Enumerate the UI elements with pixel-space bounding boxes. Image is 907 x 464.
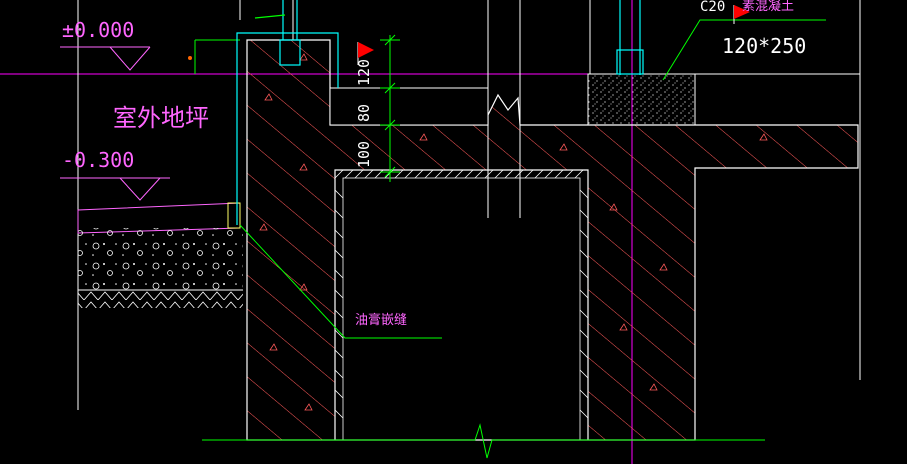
plain-concrete-block [587, 73, 696, 126]
flag-icon [733, 5, 750, 24]
aggregate-marks [259, 53, 768, 411]
leader-lines [188, 19, 826, 339]
break-line [202, 423, 765, 459]
elevation-bottom-label: -0.300 [62, 148, 135, 172]
cap-verticals [487, 0, 591, 218]
outdoor-ground [77, 202, 243, 308]
elevation-top-label: ±0.000 [62, 18, 135, 42]
dimension-middle: 80 [355, 103, 373, 122]
concrete-grade-label: C20 [700, 0, 726, 15]
wall-cap [329, 87, 489, 126]
dimension-chain [380, 34, 400, 182]
elevation-symbols [60, 46, 170, 201]
dimension-lower: 100 [355, 140, 373, 168]
pipe-elements [236, 0, 644, 225]
beam-size-label: 120*250 [722, 34, 807, 58]
flag-icon [357, 42, 374, 65]
dimension-upper: 120 [355, 58, 373, 86]
channel-lining [334, 169, 589, 441]
outdoor-ground-label: 室外地坪 [113, 104, 209, 132]
joint-note-label: 油膏嵌缝 [355, 313, 408, 328]
concrete-note-label: 素混凝土 [742, 0, 795, 14]
